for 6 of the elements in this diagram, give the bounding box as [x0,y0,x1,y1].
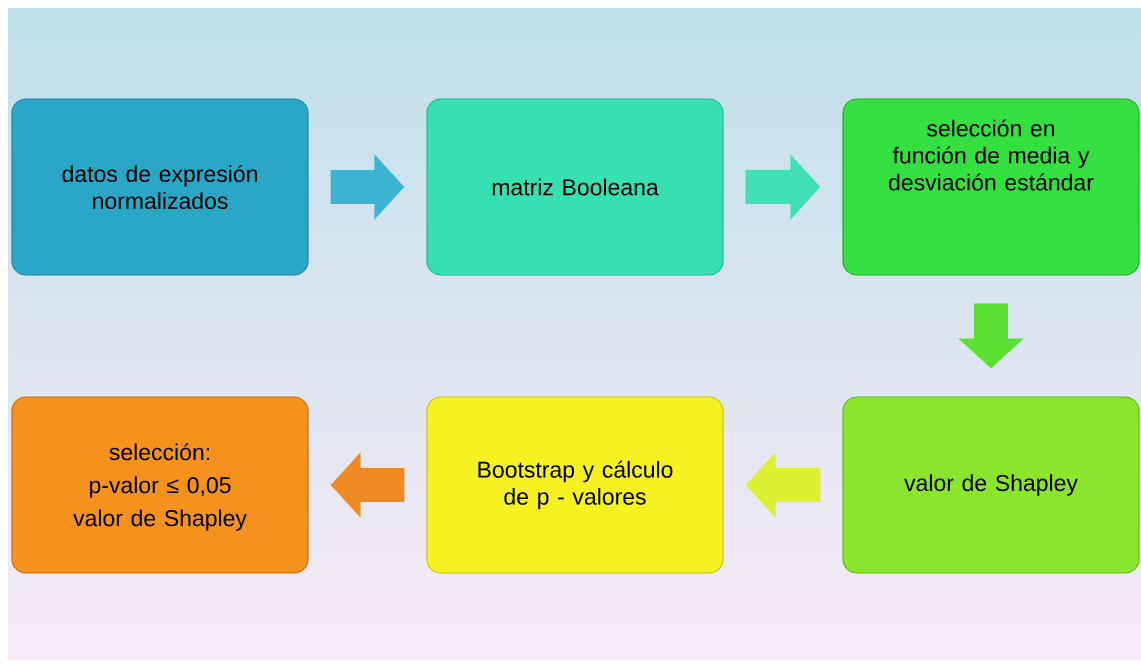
process-box: selección en función de media y desviación estándar [842,98,1140,276]
process-box: Bootstrap y cálculo de p - valores [426,396,724,574]
process-box: datos de expresión normalizados [11,98,309,276]
process-box: matriz Booleana [426,98,724,276]
process-box: valor de Shapley [842,396,1140,574]
process-box: selección: p-valor ≤ 0,05 valor de Shapley [11,396,309,574]
